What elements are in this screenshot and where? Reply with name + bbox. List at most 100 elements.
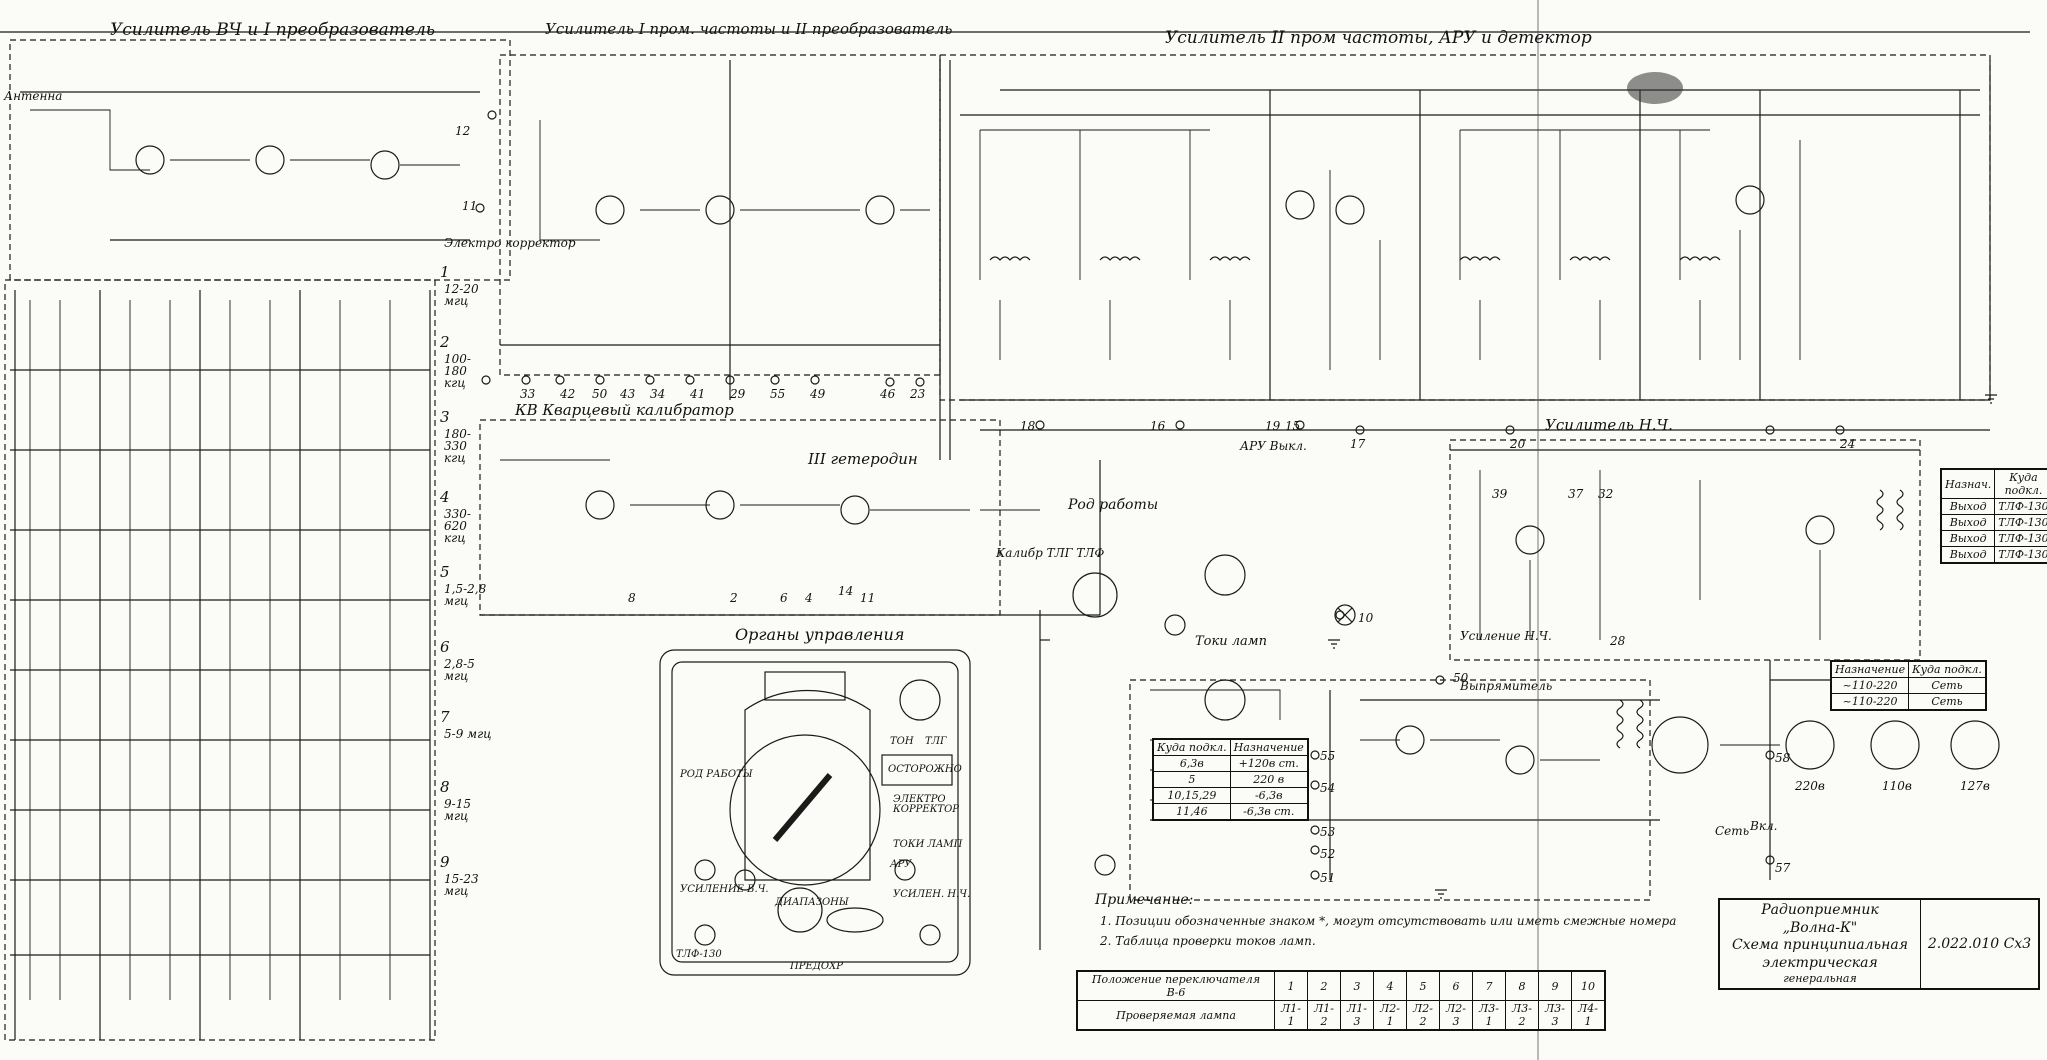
table-cell: ТЛФ-130	[1994, 498, 2047, 515]
label-antenna: Антенна	[4, 89, 63, 103]
heading-rectifier: Выпрямитель	[1460, 679, 1553, 693]
table-cell: 10,15,29	[1153, 787, 1231, 804]
heading-if2-amplifier: Усилитель II пром частоты, АРУ и детекто…	[1165, 28, 1592, 48]
terminal-number: 50	[592, 387, 608, 401]
terminal-number: 12	[455, 124, 471, 138]
terminal-number: 20	[1510, 437, 1526, 451]
terminal-number: 49	[810, 387, 826, 401]
table-cell: 3	[1340, 971, 1374, 1001]
band-frequency: 2,8-5 мгц	[444, 657, 475, 683]
band-number: 1	[440, 263, 450, 281]
band-number: 7	[440, 708, 450, 726]
table-cell: Л2-2	[1406, 1000, 1440, 1030]
coils	[989, 256, 1904, 749]
terminal-number: 6	[780, 591, 788, 605]
terminal-number: 29	[730, 387, 746, 401]
terminal-number: 57	[1775, 861, 1791, 875]
terminal-number: 14	[838, 584, 854, 598]
socket-label: 110в	[1882, 779, 1912, 793]
table-cell: 8	[1505, 971, 1539, 1001]
terminal-number: 11	[860, 591, 876, 605]
table-cell: 7	[1472, 971, 1506, 1001]
table-cell: Л1-1	[1274, 1000, 1308, 1030]
band-frequency: 9-15 мгц	[444, 797, 471, 823]
heading-controls: Органы управления	[735, 625, 905, 644]
terminal-symbols	[475, 110, 1845, 880]
terminal-number: 39	[1492, 487, 1508, 501]
band-frequency: 12-20 мгц	[444, 282, 479, 308]
terminal-number: 33	[520, 387, 536, 401]
band-number: 4	[440, 488, 450, 506]
panel-mode-label: РОД РАБОТЫ	[680, 769, 753, 780]
band-frequency: 180-330 кгц	[444, 427, 471, 465]
panel-gain-lf-label: УСИЛЕН. Н.Ч.	[893, 889, 971, 900]
table-cell: Выход	[1940, 530, 1996, 547]
heading-quartz-calibrator: КВ Кварцевый калибратор	[515, 401, 734, 419]
band-number: 2	[440, 333, 450, 351]
band-frequency: 1,5-2,8 мгц	[444, 582, 487, 608]
ink-smudge	[1627, 72, 1683, 104]
table-cell: Л3-3	[1538, 1000, 1572, 1030]
table-cell: Выход	[1940, 546, 1996, 563]
title-block: Радиоприемник „Волна-К" Схема принципиал…	[1718, 898, 2040, 990]
socket-label: 220в	[1795, 779, 1825, 793]
table-cell: Л2-3	[1439, 1000, 1473, 1030]
table-cell: Куда подкл.	[1153, 739, 1231, 756]
table-cell: 6	[1439, 971, 1473, 1001]
table-cell: 2	[1307, 971, 1341, 1001]
table-cell: 10	[1571, 971, 1605, 1001]
table-cell: ТЛФ-130	[1994, 546, 2047, 563]
panel-aru-label: АРУ	[890, 859, 912, 870]
switches	[1072, 554, 1709, 774]
panel-tone-label: ТОН	[890, 736, 914, 747]
component-wiring	[29, 109, 1821, 1000]
ground-symbols	[1328, 394, 1997, 899]
terminal-number: 17	[1350, 437, 1366, 451]
label-electro-corrector: Электро корректор	[444, 236, 576, 250]
table-row: 6,3в+120в ст.	[1153, 755, 1308, 772]
panel-lamp-current-label: ТОКИ ЛАМП	[893, 839, 963, 850]
table-cell: 5	[1406, 971, 1440, 1001]
terminal-number: 55	[1320, 749, 1336, 763]
heading-hf-amplifier: Усилитель ВЧ и I преобразователь	[110, 20, 436, 40]
band-frequency: 15-23 мгц	[444, 872, 479, 898]
panel-range-label: ДИАПАЗОНЫ	[775, 897, 849, 908]
band-number: 8	[440, 778, 450, 796]
band-frequency: 330-620 кгц	[444, 507, 471, 545]
title-line-1: Радиоприемник	[1761, 902, 1879, 919]
table-cell: Л1-3	[1340, 1000, 1374, 1030]
terminal-number: 37	[1568, 487, 1584, 501]
terminal-number: 54	[1320, 781, 1336, 795]
table-cell: 5	[1153, 771, 1231, 788]
table-cell: 220 в	[1229, 771, 1308, 788]
table-cell: Выход	[1940, 514, 1996, 531]
terminal-number: 52	[1320, 847, 1336, 861]
table-cell: ТЛФ-130	[1994, 530, 2047, 547]
label-aru-off: АРУ Выкл.	[1240, 439, 1307, 453]
module-borders	[4, 39, 1991, 1041]
title-line-3: Схема принципиальная	[1731, 937, 1909, 954]
terminal-number: 58	[1775, 751, 1791, 765]
notes-title: Примечание:	[1095, 892, 1194, 908]
terminal-number: 28	[1610, 634, 1626, 648]
socket-label: 127в	[1960, 779, 1990, 793]
table-row: 10,15,29-6,3в	[1153, 787, 1308, 804]
label-calibrate: Калибр ТЛГ ТЛФ	[996, 546, 1105, 560]
terminal-number: 19	[1265, 419, 1281, 433]
table-cell: Назначение	[1229, 739, 1308, 756]
table-header: Куда подкл.	[1908, 661, 1986, 678]
panel-tlg-label: ТЛГ	[925, 736, 947, 747]
table-cell: Л4-1	[1571, 1000, 1605, 1030]
table-header: Назначение	[1830, 661, 1910, 678]
terminal-number: 41	[690, 387, 706, 401]
title-line-4: электрическая	[1762, 954, 1878, 971]
label-lf-gain: Усиление Н.Ч.	[1460, 629, 1552, 643]
terminal-number: 16	[1150, 419, 1166, 433]
